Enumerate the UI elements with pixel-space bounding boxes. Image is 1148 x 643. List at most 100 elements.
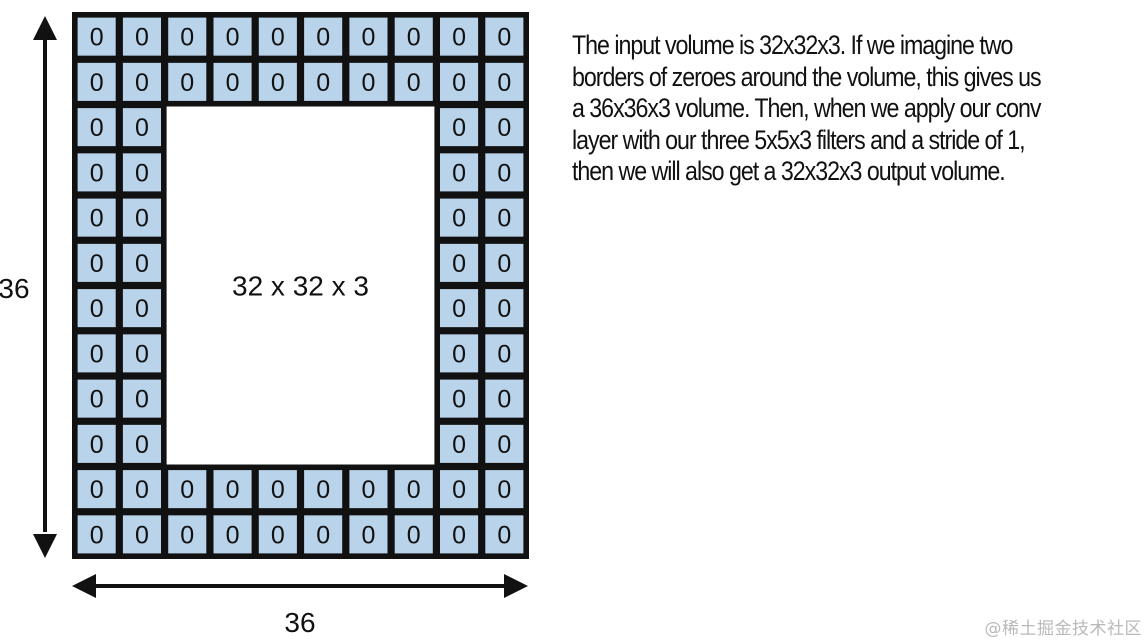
padding-cell: 0 xyxy=(484,333,525,374)
padding-cell-box xyxy=(121,468,163,510)
zero-value: 0 xyxy=(90,250,104,278)
padding-cell-box xyxy=(76,333,117,374)
zero-value: 0 xyxy=(497,340,511,368)
padding-cell-box xyxy=(438,514,480,555)
arrow-left-icon xyxy=(72,574,96,598)
zero-value: 0 xyxy=(361,476,375,504)
zero-value: 0 xyxy=(135,521,149,549)
zero-value: 0 xyxy=(135,340,149,368)
padding-cell: 0 xyxy=(167,468,208,510)
padding-cell: 0 xyxy=(393,514,435,555)
zero-value: 0 xyxy=(90,24,104,52)
zero-value: 0 xyxy=(226,521,240,549)
zero-value: 0 xyxy=(90,431,104,459)
padding-cell-box xyxy=(484,287,525,329)
padding-cell-box xyxy=(393,16,435,57)
padding-cell: 0 xyxy=(302,16,344,57)
padding-cell-box xyxy=(76,468,117,510)
zero-value: 0 xyxy=(90,295,104,323)
zero-value: 0 xyxy=(452,521,466,549)
padding-cell-box xyxy=(438,106,480,148)
padding-cell: 0 xyxy=(348,468,389,510)
zero-value: 0 xyxy=(135,24,149,52)
padding-cell: 0 xyxy=(438,197,480,238)
zero-value: 0 xyxy=(497,295,511,323)
padding-cell: 0 xyxy=(438,468,480,510)
zero-value: 0 xyxy=(90,340,104,368)
padding-cell-box xyxy=(167,16,208,57)
padding-cell-box xyxy=(484,106,525,148)
padding-cell: 0 xyxy=(438,333,480,374)
zero-value: 0 xyxy=(452,431,466,459)
padding-cell-box xyxy=(121,152,163,193)
padding-cell-box xyxy=(484,61,525,103)
padding-cell-box xyxy=(348,514,389,555)
padding-cell-box xyxy=(438,16,480,57)
padding-cell: 0 xyxy=(438,61,480,103)
zero-value: 0 xyxy=(135,114,149,142)
zero-value: 0 xyxy=(135,295,149,323)
padding-cell: 0 xyxy=(484,378,525,419)
zero-value: 0 xyxy=(135,69,149,97)
padding-cell: 0 xyxy=(484,468,525,510)
width-dimension-label: 36 xyxy=(284,607,315,638)
zero-value: 0 xyxy=(135,476,149,504)
padding-cell-box xyxy=(121,16,163,57)
padding-cell: 0 xyxy=(121,423,163,465)
inner-volume xyxy=(166,106,435,465)
padding-cell-box xyxy=(438,468,480,510)
padding-cell-box xyxy=(484,197,525,238)
padding-cell-box xyxy=(484,152,525,193)
zero-value: 0 xyxy=(316,69,330,97)
padding-cell-box xyxy=(257,61,299,103)
zero-value: 0 xyxy=(135,205,149,233)
zero-value: 0 xyxy=(135,431,149,459)
padding-cell-box xyxy=(484,514,525,555)
padding-cell: 0 xyxy=(484,514,525,555)
zero-value: 0 xyxy=(407,476,421,504)
padding-cell: 0 xyxy=(121,61,163,103)
zero-value: 0 xyxy=(407,24,421,52)
zero-value: 0 xyxy=(90,69,104,97)
padding-cell: 0 xyxy=(76,468,117,510)
zero-value: 0 xyxy=(90,521,104,549)
padding-cell: 0 xyxy=(484,106,525,148)
watermark: @稀土掘金技术社区 xyxy=(984,619,1142,639)
zero-value: 0 xyxy=(226,476,240,504)
inner-volume-label: 32 x 32 x 3 xyxy=(232,271,369,302)
zero-value: 0 xyxy=(135,159,149,187)
zero-value: 0 xyxy=(497,114,511,142)
padding-cell: 0 xyxy=(484,242,525,284)
padding-cell-box xyxy=(257,468,299,510)
zero-value: 0 xyxy=(497,521,511,549)
zero-value: 0 xyxy=(497,386,511,414)
zero-value: 0 xyxy=(316,521,330,549)
zero-value: 0 xyxy=(452,340,466,368)
zero-value: 0 xyxy=(407,521,421,549)
height-dimension-label: 36 xyxy=(0,273,30,304)
zero-value: 0 xyxy=(90,476,104,504)
padding-cell: 0 xyxy=(76,61,117,103)
zero-value: 0 xyxy=(180,521,194,549)
zero-value: 0 xyxy=(90,386,104,414)
zero-value: 0 xyxy=(271,521,285,549)
caption-line: then we will also get a 32x32x3 output v… xyxy=(572,156,1006,186)
padding-cell: 0 xyxy=(393,468,435,510)
zero-value: 0 xyxy=(180,24,194,52)
padding-cell: 0 xyxy=(438,106,480,148)
arrow-up-icon xyxy=(33,16,57,40)
padding-cell-box xyxy=(484,242,525,284)
padding-cell-box xyxy=(121,61,163,103)
padding-cell: 0 xyxy=(76,514,117,555)
padding-cell: 0 xyxy=(438,423,480,465)
zero-value: 0 xyxy=(407,69,421,97)
padding-cell-box xyxy=(438,152,480,193)
zero-value: 0 xyxy=(452,386,466,414)
padding-cell: 0 xyxy=(484,152,525,193)
padding-cell: 0 xyxy=(76,333,117,374)
padding-cell: 0 xyxy=(121,514,163,555)
padding-cell: 0 xyxy=(121,16,163,57)
padding-cell: 0 xyxy=(438,287,480,329)
zero-value: 0 xyxy=(180,69,194,97)
